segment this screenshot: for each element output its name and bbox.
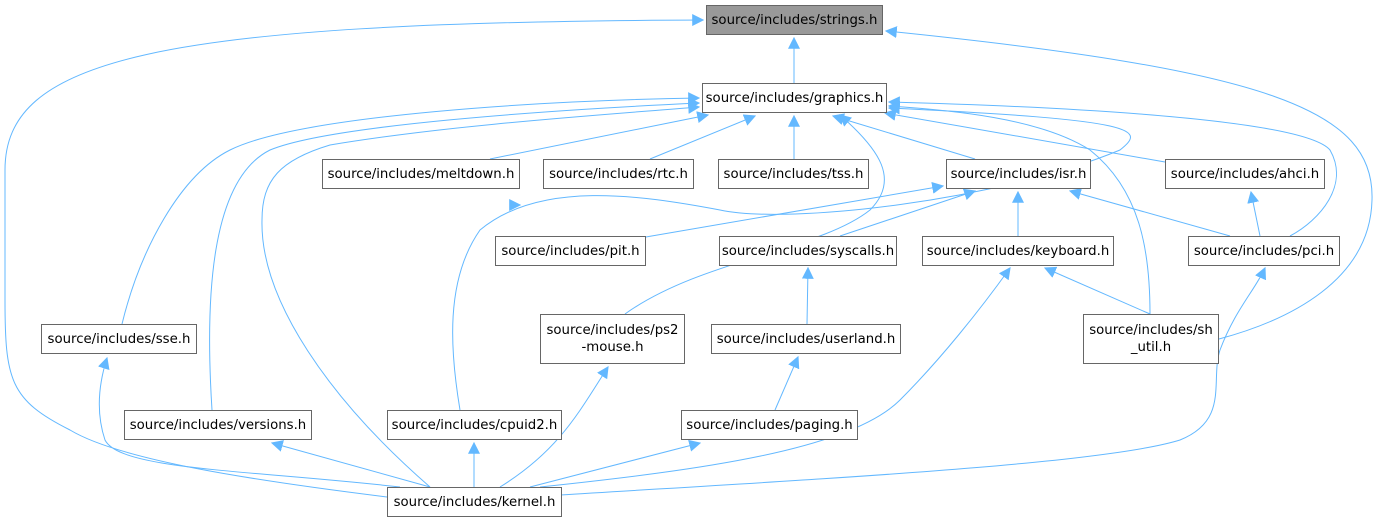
node-label: source/includes/syscalls.h xyxy=(721,243,895,259)
node-label: source/includes/meltdown.h xyxy=(327,166,515,182)
node-shutil[interactable]: source/includes/sh _util.h xyxy=(1083,314,1219,364)
edge-pci-graphics xyxy=(887,96,1337,237)
node-ps2mouse[interactable]: source/includes/ps2 -mouse.h xyxy=(540,314,685,364)
edge-rtc-graphics xyxy=(649,114,757,160)
node-cpuid2[interactable]: source/includes/cpuid2.h xyxy=(387,410,562,440)
node-graphics[interactable]: source/includes/graphics.h xyxy=(702,83,887,113)
edge-syscalls-isr xyxy=(839,188,977,237)
node-pci[interactable]: source/includes/pci.h xyxy=(1188,236,1340,266)
node-kernel[interactable]: source/includes/kernel.h xyxy=(387,487,562,517)
node-strings[interactable]: source/includes/strings.h xyxy=(706,5,883,35)
node-keyboard[interactable]: source/includes/keyboard.h xyxy=(922,236,1114,266)
node-label: source/includes/rtc.h xyxy=(549,166,688,182)
node-label: source/includes/versions.h xyxy=(129,417,307,433)
node-syscalls[interactable]: source/includes/syscalls.h xyxy=(719,236,897,266)
node-label: source/includes/paging.h xyxy=(686,417,853,433)
edge-userland-syscalls xyxy=(801,266,814,325)
edge-kernel-graphics xyxy=(261,101,701,488)
node-label: source/includes/userland.h xyxy=(716,331,896,347)
node-label: source/includes/pit.h xyxy=(501,243,640,259)
edge-kernel-keyboard xyxy=(539,267,1011,488)
edge-kernel-ps2mouse xyxy=(499,365,609,488)
edge-cpuid2-graphics xyxy=(452,102,1131,411)
node-isr[interactable]: source/includes/isr.h xyxy=(946,159,1091,189)
node-label: source/includes/kernel.h xyxy=(393,494,556,510)
edge-kernel-versions xyxy=(270,440,431,488)
edge-pit-isr xyxy=(639,181,945,239)
node-label: source/includes/strings.h xyxy=(711,12,878,28)
edge-pci-ahci xyxy=(1247,190,1261,237)
node-label: source/includes/sse.h xyxy=(47,331,191,347)
edge-meltdown-graphics xyxy=(489,111,710,160)
edge-isr-graphics xyxy=(831,113,976,160)
node-sse[interactable]: source/includes/sse.h xyxy=(41,324,197,354)
node-tss[interactable]: source/includes/tss.h xyxy=(718,159,869,189)
edge-sse-graphics xyxy=(121,92,701,325)
edge-shutil-isr-graphics xyxy=(887,100,1151,315)
node-label: source/includes/cpuid2.h xyxy=(391,417,558,433)
node-paging[interactable]: source/includes/paging.h xyxy=(681,410,858,440)
node-label: source/includes/isr.h xyxy=(950,166,1087,182)
node-label: source/includes/ahci.h xyxy=(1170,166,1320,182)
edge-shutil-strings xyxy=(884,26,1373,340)
node-meltdown[interactable]: source/includes/meltdown.h xyxy=(322,159,520,189)
node-label: source/includes/sh _util.h xyxy=(1089,323,1213,355)
node-label: source/includes/keyboard.h xyxy=(926,243,1110,259)
edge-paging-userland xyxy=(774,355,800,411)
node-rtc[interactable]: source/includes/rtc.h xyxy=(543,159,694,189)
node-pit[interactable]: source/includes/pit.h xyxy=(495,236,646,266)
node-userland[interactable]: source/includes/userland.h xyxy=(711,324,901,354)
edge-ps2mouse-graphics xyxy=(624,114,885,315)
edge-pci-isr xyxy=(1068,188,1231,237)
node-label: source/includes/ps2 -mouse.h xyxy=(546,323,679,355)
edge-versions-graphics xyxy=(209,97,701,411)
node-label: source/includes/pci.h xyxy=(1193,243,1335,259)
edge-kernel-paging xyxy=(529,439,702,488)
node-ahci[interactable]: source/includes/ahci.h xyxy=(1165,159,1325,189)
edge-kernel-sse xyxy=(98,356,401,488)
node-versions[interactable]: source/includes/versions.h xyxy=(124,410,312,440)
edge-keyboard-shutil xyxy=(1043,266,1151,315)
node-label: source/includes/graphics.h xyxy=(705,90,884,106)
node-label: source/includes/tss.h xyxy=(723,166,864,182)
edge-kernel-pci xyxy=(559,266,1266,496)
edge-ahci-graphics xyxy=(883,108,1166,163)
